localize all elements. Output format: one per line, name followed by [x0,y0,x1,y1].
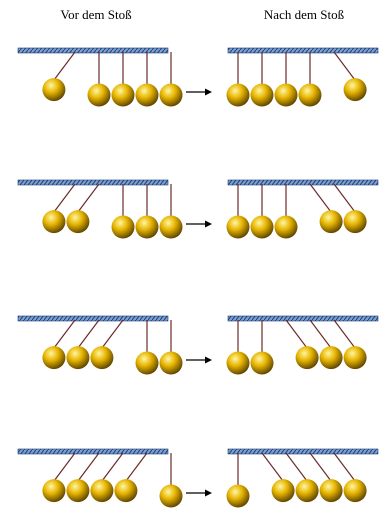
pendulum-string-before-2-2 [77,183,100,213]
pendulum-ball-before-2-4 [135,215,159,239]
pendulum-ball-before-4-5 [159,484,183,508]
pendulum-ball-before-1-2 [87,83,111,107]
pendulum-string-before-3-1 [53,319,76,349]
column-title-after: Nach dem Stoß [263,7,345,22]
pendulum-ball-before-1-3 [111,83,135,107]
pendulum-string-after-3-5 [333,319,356,349]
pendulum-string-before-2-1 [53,183,76,213]
pendulum-string-after-4-5 [333,452,356,482]
pendulum-string-before-3-2 [77,319,100,349]
pendulum-ball-before-3-1 [42,346,66,370]
pendulum-string-before-4-3 [101,452,124,482]
support-bar-after-2 [227,179,379,186]
pendulum-ball-before-3-4 [135,351,159,375]
pendulum-string-after-3-3 [285,319,308,349]
right-arrow-head-icon [205,220,212,228]
pendulum-ball-after-2-3 [274,215,298,239]
pendulum-ball-after-4-5 [343,479,367,503]
pendulum-string-after-1-5 [333,51,356,81]
support-bar-before-4 [17,448,169,455]
pendulum-ball-before-3-2 [66,346,90,370]
pendulum-string-after-4-2 [261,452,284,482]
pendulum-ball-after-3-4 [319,346,343,370]
pendulum-ball-after-2-1 [226,215,250,239]
support-bar-before-3 [17,315,169,322]
pendulum-ball-after-1-4 [298,83,322,107]
pendulum-ball-after-2-2 [250,215,274,239]
pendulum-ball-after-4-3 [295,479,319,503]
pendulum-ball-after-1-5 [343,78,367,102]
pendulum-string-before-1-1 [53,51,76,81]
pendulum-ball-before-1-5 [159,83,183,107]
support-bar-before-1 [17,47,169,54]
pendulum-string-after-4-4 [309,452,332,482]
pendulum-string-after-2-4 [309,183,332,213]
right-arrow-head-icon [205,356,212,364]
column-title-before: Vor dem Stoß [60,7,132,22]
pendulum-ball-before-1-1 [42,78,66,102]
pendulum-ball-before-1-4 [135,83,159,107]
pendulum-string-after-2-5 [333,183,356,213]
pendulum-ball-after-3-1 [226,351,250,375]
pendulum-string-before-3-3 [101,319,124,349]
pendulum-ball-after-4-2 [271,479,295,503]
pendulum-ball-before-4-1 [42,479,66,503]
pendulum-ball-after-3-5 [343,346,367,370]
pendulum-string-after-3-4 [309,319,332,349]
pendulum-string-before-4-1 [53,452,76,482]
pendulum-ball-before-4-3 [90,479,114,503]
pendulum-string-before-4-2 [77,452,100,482]
pendulum-ball-before-2-5 [159,215,183,239]
pendulum-ball-after-2-5 [343,210,367,234]
pendulum-ball-before-3-5 [159,351,183,375]
pendulum-ball-after-1-1 [226,83,250,107]
support-bar-before-2 [17,179,169,186]
pendulum-ball-after-4-4 [319,479,343,503]
pendulum-ball-before-4-4 [114,479,138,503]
pendulum-ball-after-1-3 [274,83,298,107]
right-arrow-head-icon [205,88,212,96]
pendulum-ball-after-4-1 [226,484,250,508]
pendulum-ball-before-2-3 [111,215,135,239]
pendulum-ball-after-3-2 [250,351,274,375]
pendulum-ball-before-2-2 [66,210,90,234]
support-bar-after-1 [227,47,379,54]
pendulum-ball-after-1-2 [250,83,274,107]
pendulum-string-after-4-3 [285,452,308,482]
pendulum-ball-before-3-3 [90,346,114,370]
support-bar-after-3 [227,315,379,322]
right-arrow-head-icon [205,489,212,497]
pendulum-ball-before-4-2 [66,479,90,503]
pendulum-ball-after-2-4 [319,210,343,234]
pendulum-ball-after-3-3 [295,346,319,370]
pendulum-ball-before-2-1 [42,210,66,234]
pendulum-string-before-4-4 [125,452,148,482]
support-bar-after-4 [227,448,379,455]
